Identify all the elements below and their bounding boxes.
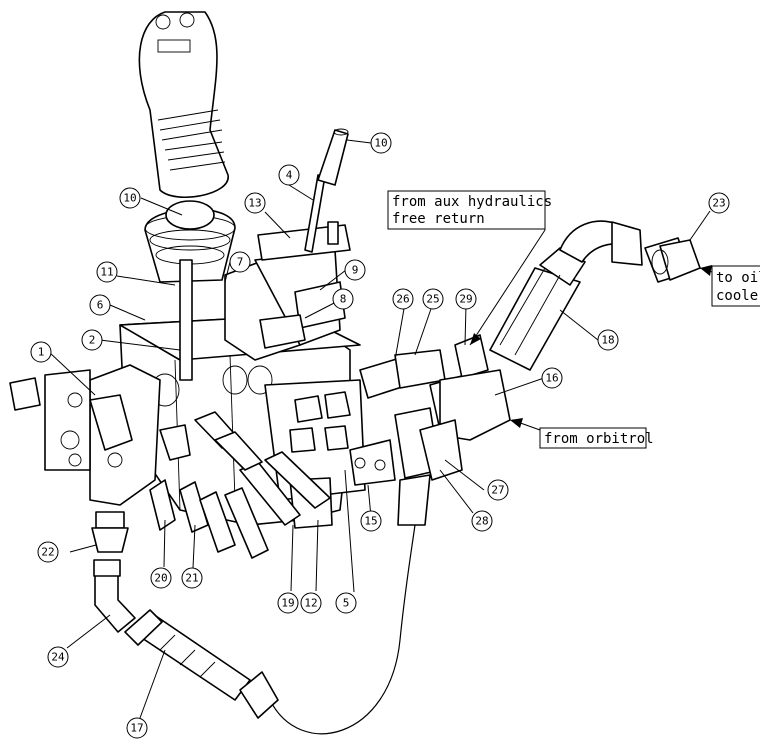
svg-text:22: 22 (41, 546, 54, 559)
bubble-23: 23 (708, 192, 730, 214)
svg-text:free return: free return (392, 211, 485, 227)
svg-text:27: 27 (491, 484, 504, 497)
svg-text:20: 20 (154, 572, 167, 585)
fitting-22 (91, 511, 129, 553)
svg-text:21: 21 (185, 572, 198, 585)
svg-text:9: 9 (352, 264, 359, 277)
bubble-11: 11 (96, 261, 118, 283)
svg-text:2: 2 (89, 334, 96, 347)
bubble-12: 12 (300, 592, 322, 614)
svg-text:7: 7 (237, 256, 244, 269)
hoses-19-21 (149, 411, 331, 559)
svg-text:26: 26 (396, 293, 409, 306)
bubble-10b: 10 (119, 187, 141, 209)
arrowheads (470, 265, 712, 428)
svg-text:25: 25 (426, 293, 439, 306)
svg-text:15: 15 (364, 515, 377, 528)
bubble-24: 24 (47, 646, 69, 668)
fitting-23 (644, 237, 701, 283)
bubble-15: 15 (360, 510, 382, 532)
svg-text:1: 1 (38, 346, 45, 359)
bubble-25: 25 (422, 288, 444, 310)
note-aux-hydraulics: from aux hydraulics free return (387, 190, 552, 230)
svg-text:from orbitrol: from orbitrol (544, 431, 654, 447)
svg-text:8: 8 (340, 293, 347, 306)
joystick (138, 11, 236, 381)
bubble-28: 28 (471, 510, 493, 532)
svg-text:10: 10 (374, 137, 387, 150)
lever-4 (304, 128, 349, 253)
svg-text:18: 18 (601, 334, 614, 347)
bubble-1: 1 (30, 341, 52, 363)
bracket-15 (349, 439, 396, 486)
bubble-18: 18 (597, 329, 619, 351)
note-oil-cooler: to oil coole (711, 265, 760, 307)
bubble-7: 7 (229, 251, 251, 273)
svg-text:from aux hydraulics: from aux hydraulics (392, 194, 552, 210)
svg-text:28: 28 (475, 515, 488, 528)
svg-text:to oil: to oil (716, 270, 760, 286)
bubble-27: 27 (487, 479, 509, 501)
svg-text:19: 19 (281, 597, 294, 610)
end-cover-1 (9, 364, 161, 506)
leader-lines (48, 139, 713, 719)
bubble-22: 22 (37, 541, 59, 563)
bubble-2: 2 (81, 329, 103, 351)
svg-text:10: 10 (123, 192, 136, 205)
svg-text:17: 17 (130, 722, 143, 735)
bubble-29: 29 (455, 288, 477, 310)
bubble-5: 5 (335, 592, 357, 614)
svg-text:16: 16 (545, 372, 558, 385)
bubble-17: 17 (126, 717, 148, 739)
svg-text:coole: coole (716, 288, 758, 304)
bubble-10a: 10 (370, 132, 392, 154)
bubble-9: 9 (344, 259, 366, 281)
bubble-8: 8 (332, 288, 354, 310)
svg-text:11: 11 (100, 266, 113, 279)
fittings-25-29 (359, 334, 511, 526)
svg-text:23: 23 (712, 197, 725, 210)
bubble-20: 20 (150, 567, 172, 589)
bubble-21: 21 (181, 567, 203, 589)
bubble-13: 13 (244, 192, 266, 214)
svg-text:6: 6 (97, 299, 104, 312)
valve-7-9 (224, 224, 351, 361)
note-orbitrol: from orbitrol (539, 427, 654, 449)
bubble-16: 16 (541, 367, 563, 389)
hose-17 (124, 524, 416, 735)
bubble-19: 19 (277, 592, 299, 614)
svg-text:12: 12 (304, 597, 317, 610)
bubble-4: 4 (278, 164, 300, 186)
bubble-6: 6 (89, 294, 111, 316)
svg-text:5: 5 (343, 597, 350, 610)
svg-text:13: 13 (248, 197, 261, 210)
svg-text:29: 29 (459, 293, 472, 306)
elbow-fitting-24 (93, 559, 136, 633)
bubble-26: 26 (392, 288, 414, 310)
hose-18 (489, 220, 643, 371)
svg-text:24: 24 (51, 651, 65, 664)
svg-text:4: 4 (286, 169, 293, 182)
